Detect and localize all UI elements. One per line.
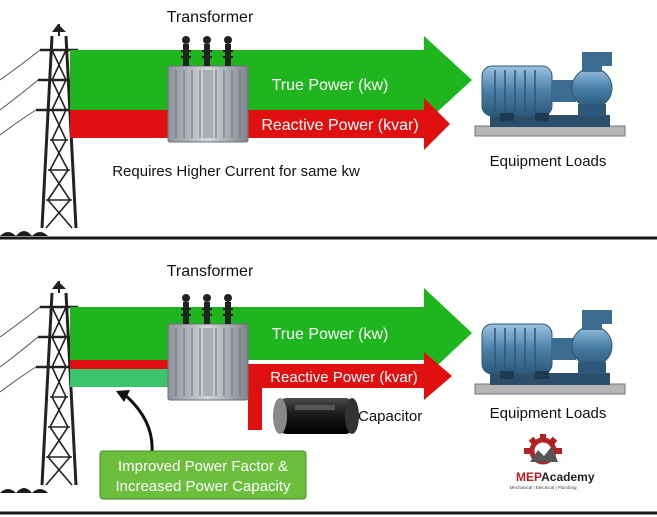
top-panel: Transformer True Power (kw) Reactive Pow… — [0, 9, 626, 238]
callout-box — [99, 450, 307, 500]
callout-line-2: Increased Power Capacity — [115, 478, 291, 495]
bottom-panel: Transformer True Power (kw) Reactive Pow… — [0, 263, 626, 500]
reactive-power-label: Reactive Power (kvar) — [270, 369, 418, 386]
reclaimed-capacity-band — [70, 369, 168, 387]
callout-line-1: Improved Power Factor & — [118, 458, 288, 475]
logo-academy: Academy — [541, 470, 595, 484]
gear-icon — [524, 434, 562, 465]
pump-motor-icon — [474, 51, 626, 137]
callout-arrowhead-icon — [116, 390, 130, 402]
logo-tagline: Mechanical | Electrical | Plumbing — [509, 485, 577, 490]
reactive-power-arrow — [70, 98, 450, 150]
capacitor-label: Capacitor — [358, 408, 422, 425]
capacitor-icon — [273, 398, 359, 434]
transmission-tower-icon — [0, 22, 84, 238]
svg-text:MEPAcademy: MEPAcademy — [516, 470, 595, 484]
callout-pointer — [123, 392, 154, 453]
logo-mep: MEP — [516, 470, 542, 484]
current-note: Requires Higher Current for same kw — [112, 163, 360, 180]
reactive-power-label: Reactive Power (kvar) — [261, 117, 418, 134]
reactive-power-arrow — [248, 352, 452, 430]
reduced-reactive-band — [70, 360, 168, 369]
transmission-tower-icon — [0, 279, 84, 495]
equipment-loads-label: Equipment Loads — [490, 405, 607, 422]
equipment-loads-label: Equipment Loads — [490, 153, 607, 170]
pump-motor-icon — [474, 309, 626, 395]
transformer-label: Transformer — [167, 263, 254, 280]
mep-academy-logo: MEPAcademy Mechanical | Electrical | Plu… — [509, 434, 595, 490]
true-power-label: True Power (kw) — [272, 326, 389, 343]
transformer-label: Transformer — [167, 9, 254, 26]
true-power-label: True Power (kw) — [272, 77, 389, 94]
